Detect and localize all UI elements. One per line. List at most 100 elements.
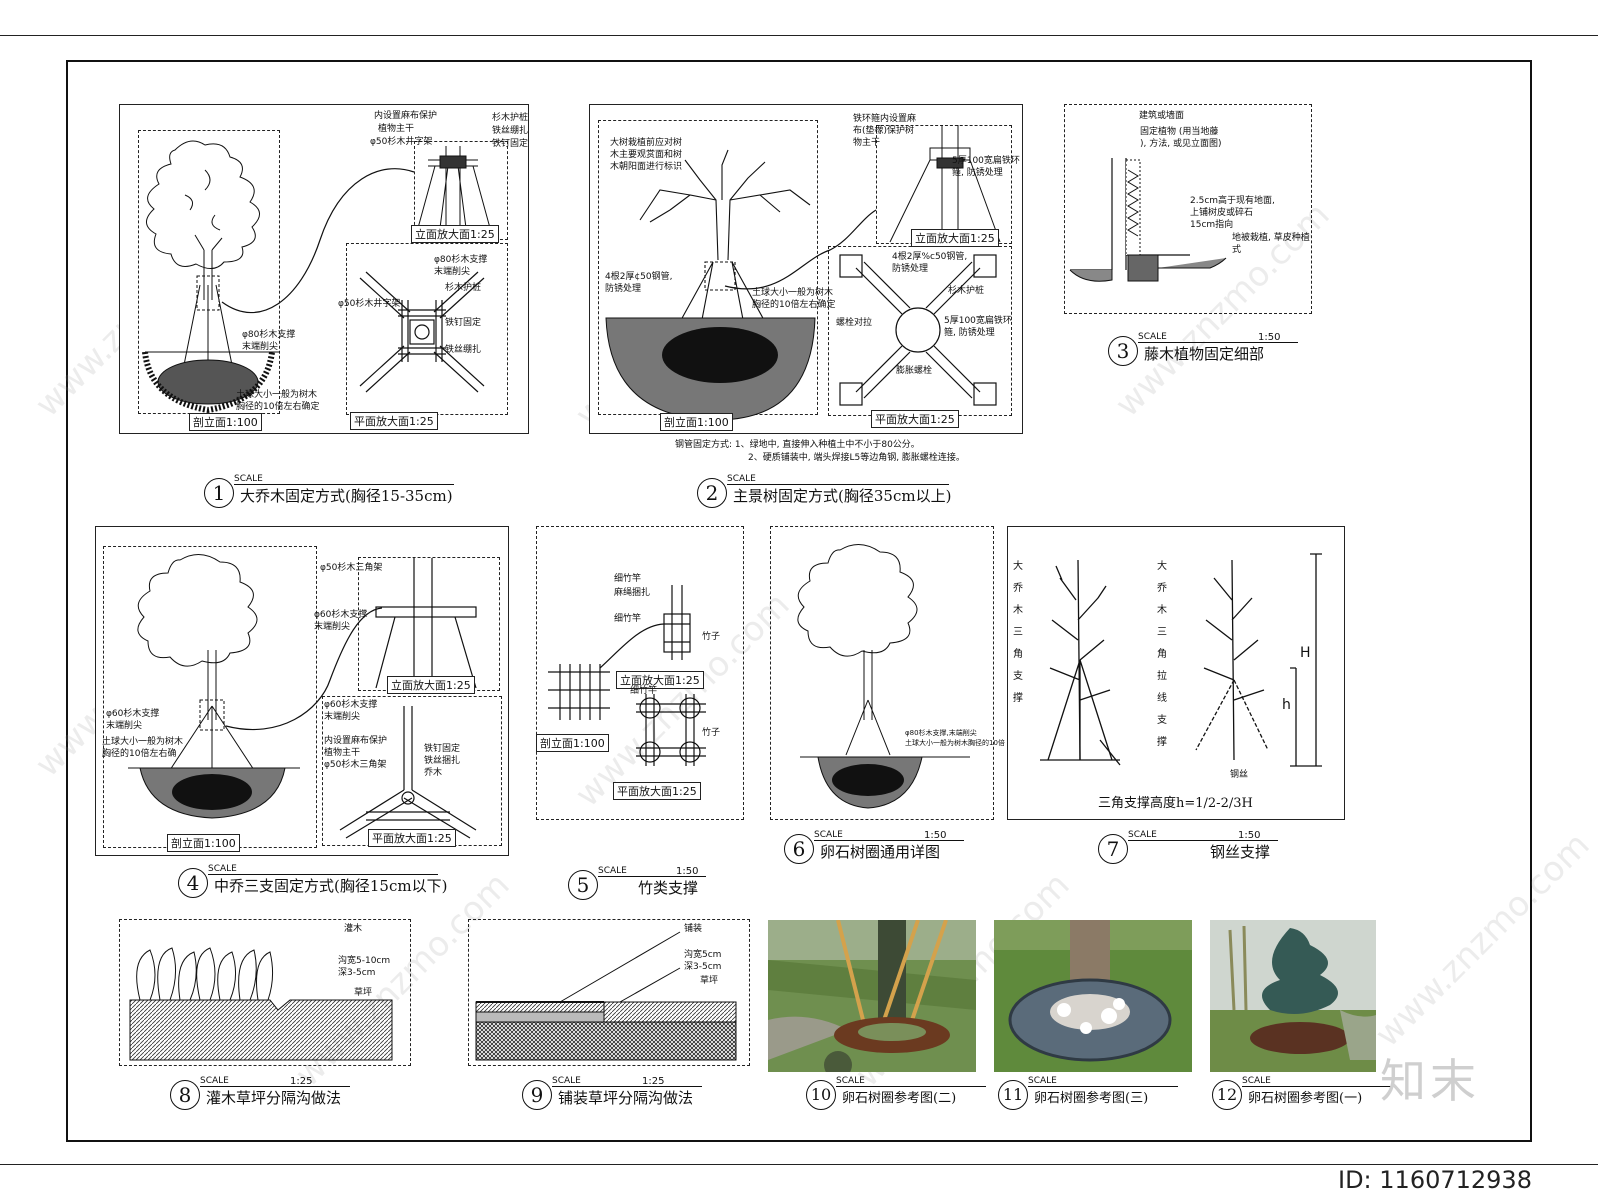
detail-3-note: 上铺树皮或碎石: [1190, 208, 1254, 218]
detail-9-note: 沟宽5cm: [684, 950, 722, 960]
scale-label: SCALE: [234, 474, 263, 484]
scale-label: SCALE: [727, 474, 756, 484]
detail-2-plan-label: 平面放大面1:25: [871, 410, 959, 428]
detail-5-note: 竹子: [702, 632, 721, 642]
photo-reference-2: [768, 920, 976, 1072]
detail-6-box: [770, 526, 994, 820]
detail-4-note: φ60杉木支撑: [106, 709, 160, 719]
detail-title: 灌木草坪分隔沟做法: [206, 1089, 342, 1107]
drawing-frame: [66, 60, 1532, 1142]
detail-number: 10: [806, 1080, 836, 1110]
detail-2-note: 膨胀螺栓: [896, 366, 933, 376]
caption-rule: [1128, 840, 1278, 841]
detail-title: 主景树固定方式(胸径35cm以上): [733, 487, 952, 505]
detail-title: 铺装草坪分隔沟做法: [558, 1089, 694, 1107]
detail-11-caption: 11 SCALE 卵石树圈参考图(三): [998, 1076, 1188, 1116]
detail-1-note: 杉木护桩: [492, 113, 529, 123]
photo-reference-3: [994, 920, 1192, 1072]
detail-2-note: 5厚100宽扁铁环: [952, 156, 1020, 166]
sheet-outer-border: [0, 35, 1598, 1165]
detail-title: 中乔三支固定方式(胸径15cm以下): [214, 877, 448, 895]
detail-9-caption: 9 SCALE 1:25 铺装草坪分隔沟做法: [522, 1076, 722, 1116]
scale-label: SCALE: [1028, 1076, 1057, 1086]
detail-4-elev-label: 立面放大面1:25: [387, 676, 475, 694]
detail-4-note: 铁丝捆扎: [424, 756, 461, 766]
detail-3-note: 固定植物 (用当地藤: [1140, 127, 1219, 137]
detail-7-left-vertical: 大乔木三角支撑: [1013, 561, 1023, 704]
scale-ratio: 1:50: [924, 830, 947, 841]
detail-1-plan-label: 平面放大面1:25: [350, 412, 438, 430]
detail-6-caption: 6 SCALE 1:50 卵石树圈通用详图: [784, 830, 984, 870]
detail-3-box: [1064, 104, 1312, 314]
detail-2-note: 5厚100宽扁铁环: [944, 316, 1012, 326]
detail-number: 12: [1212, 1080, 1242, 1110]
watermark-logo: 知末: [1380, 1054, 1480, 1108]
detail-6-note: 土球大小一般为树木胸径的10倍: [905, 739, 1005, 747]
detail-4-note: φ50杉木三角架: [324, 760, 387, 770]
detail-2-note: 箍, 防锈处理: [952, 168, 1003, 178]
detail-4-note: φ50杉木三角架: [320, 563, 383, 573]
detail-1-note: 铁丝绷扎: [492, 126, 529, 136]
detail-5-note: 麻绳捆扎: [614, 588, 651, 598]
caption-rule: [1138, 342, 1298, 343]
scale-ratio: 1:50: [676, 866, 699, 877]
detail-2-elev-label: 立面放大面1:25: [911, 229, 999, 247]
detail-1-note: 铁丝绷扎: [445, 345, 482, 355]
detail-8-note: 沟宽5-10cm: [338, 956, 391, 966]
detail-2-footer: 2、硬质铺装中, 端头焊接L5等边角钢, 膨胀螺栓连接。: [748, 453, 965, 463]
detail-title: 藤木植物固定细部: [1144, 345, 1265, 363]
detail-8-caption: 8 SCALE 1:25 灌木草坪分隔沟做法: [170, 1076, 370, 1116]
detail-4-note: 土球大小一般为树木: [102, 737, 184, 747]
detail-2-note: 箍, 防锈处理: [944, 328, 995, 338]
detail-2-note: 物主干: [853, 138, 881, 148]
scale-label: SCALE: [1242, 1076, 1271, 1086]
detail-1-note: φ80杉木支撑: [242, 330, 296, 340]
scale-label: SCALE: [1138, 332, 1167, 342]
detail-2-note: 4根2厚%c50钢管,: [892, 252, 968, 262]
detail-1-note: 杉木护桩: [445, 283, 482, 293]
detail-number: 1: [204, 478, 234, 508]
scale-ratio: 1:50: [1258, 332, 1281, 343]
detail-5-section-label: 剖立面1:100: [536, 734, 609, 752]
detail-9-note: 深3-5cm: [684, 962, 722, 972]
detail-4-note: 末端削尖: [314, 622, 351, 632]
caption-rule: [1242, 1086, 1392, 1087]
caption-rule: [208, 874, 438, 875]
detail-1-note: 土球大小一般为树木: [236, 390, 318, 400]
caption-rule: [814, 840, 964, 841]
detail-12-caption: 12 SCALE 卵石树圈参考图(一): [1212, 1076, 1402, 1116]
detail-5-plan-label: 平面放大面1:25: [613, 782, 701, 800]
detail-2-note: 螺栓对拉: [836, 318, 873, 328]
detail-3-note: 建筑或墙面: [1139, 111, 1185, 121]
detail-1-note: 末端削尖: [434, 267, 471, 277]
detail-title: 大乔木固定方式(胸径15-35cm): [240, 487, 453, 505]
detail-9-box: [468, 919, 750, 1066]
document-id: ID: 1160712938: [1338, 1166, 1532, 1194]
detail-2-caption: 2 SCALE 主景树固定方式(胸径35cm以上): [697, 474, 957, 514]
detail-4-note: φ60杉木支撑: [314, 610, 368, 620]
detail-4-note: 铁钉固定: [424, 744, 461, 754]
detail-4-note: 末端削尖: [324, 712, 361, 722]
detail-9-note: 草坪: [700, 976, 719, 986]
detail-5-note: 细竹竿: [614, 614, 642, 624]
scale-label: SCALE: [208, 864, 237, 874]
detail-number: 11: [998, 1080, 1028, 1110]
detail-4-caption: 4 SCALE 中乔三支固定方式(胸径15cm以下): [178, 864, 448, 904]
detail-4-note: 胸径的10倍左右确: [102, 749, 177, 759]
detail-4-plan-label: 平面放大面1:25: [368, 829, 456, 847]
caption-rule: [200, 1086, 350, 1087]
detail-number: 8: [170, 1080, 200, 1110]
detail-3-caption: 3 SCALE 1:50 藤木植物固定细部: [1108, 332, 1308, 372]
detail-2-note: 土球大小一般为树木: [752, 288, 834, 298]
detail-2-section-label: 剖立面1:100: [660, 413, 733, 431]
scale-label: SCALE: [836, 1076, 865, 1086]
detail-3-note: 式: [1232, 245, 1242, 255]
detail-1-note: φ80杉木支撑: [434, 255, 488, 265]
detail-7-right-vertical: 大乔木三角拉线支撑: [1157, 561, 1167, 748]
scale-ratio: 1:25: [290, 1076, 313, 1087]
detail-2-note: 杉木护桩: [948, 286, 985, 296]
